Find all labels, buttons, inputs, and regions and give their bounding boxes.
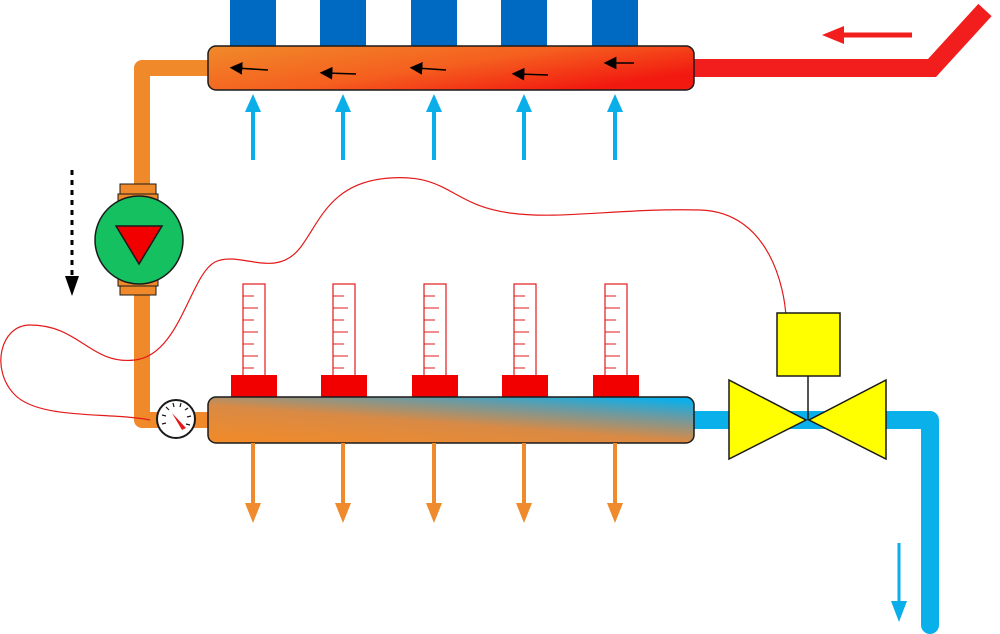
supply-flow-arrows <box>229 56 634 81</box>
supply-loop-arrows <box>245 443 623 523</box>
flowmeter <box>502 283 548 398</box>
supply-manifold-icon <box>207 45 695 91</box>
pump-flow-arrow <box>65 170 79 296</box>
hot-flow-arrow <box>822 26 912 44</box>
return-loop-arrows <box>245 94 623 160</box>
mixing-valve-icon <box>728 376 887 461</box>
supply-valve-caps <box>230 0 638 48</box>
valve-actuator-icon <box>776 312 841 377</box>
flowmeter <box>231 283 277 398</box>
return-manifold-icon <box>207 396 695 444</box>
cold-outlet-pipe <box>681 411 939 634</box>
cold-flow-arrow <box>891 543 907 622</box>
circulation-pump-icon <box>94 183 184 296</box>
flowmeters <box>231 283 639 398</box>
hot-inlet-pipe <box>690 3 992 77</box>
flowmeter <box>593 283 639 398</box>
flowmeter <box>321 283 367 398</box>
thermometer-gauge-icon <box>156 399 196 439</box>
control-wire <box>0 177 787 421</box>
flowmeter <box>412 283 458 398</box>
